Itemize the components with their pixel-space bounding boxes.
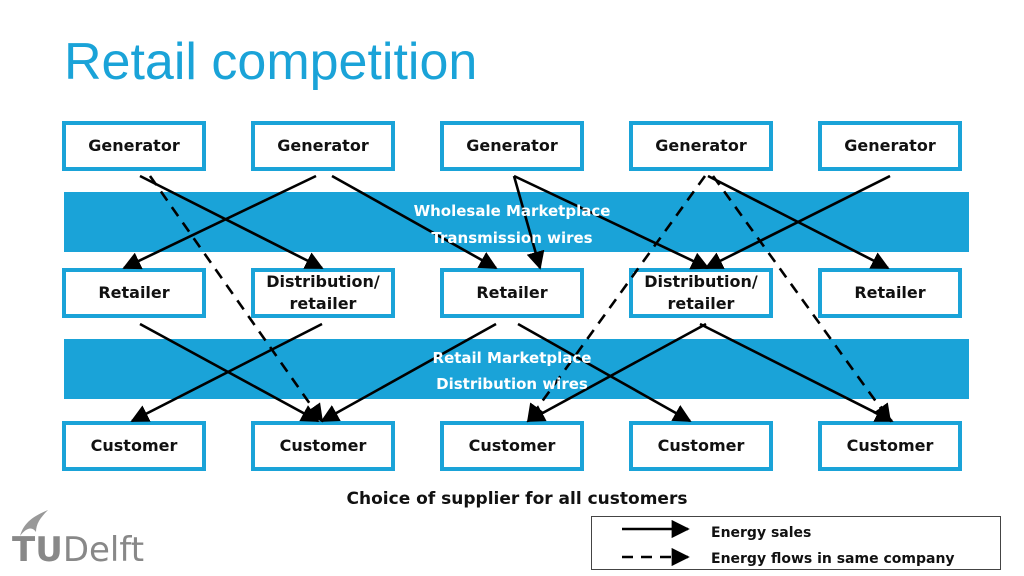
legend-symbols bbox=[622, 519, 690, 567]
sale-arrow-g5-r4 bbox=[704, 174, 891, 270]
customer-box-2: Customer bbox=[251, 421, 395, 471]
flame-icon bbox=[20, 510, 48, 536]
middle-box-4-line2: retailer bbox=[667, 294, 735, 313]
retailer-box-1: Retailer bbox=[62, 268, 206, 318]
sale-arrow-r4-c5 bbox=[699, 322, 894, 423]
customer-box-1: Customer bbox=[62, 421, 206, 471]
middle-box-3-line1: Retailer bbox=[476, 283, 548, 303]
generator-box-5: Generator bbox=[818, 121, 962, 171]
middle-box-4-line1: Distribution/ bbox=[644, 272, 758, 292]
tu-delft-logo: TUDelft bbox=[12, 508, 152, 570]
generator-box-3: Generator bbox=[440, 121, 584, 171]
legend: Energy sales Energy flows in same compan… bbox=[591, 516, 1001, 570]
retailer-box-2: Retailer bbox=[440, 268, 584, 318]
middle-box-5-line1: Retailer bbox=[854, 283, 926, 303]
customer-box-4: Customer bbox=[629, 421, 773, 471]
customer-box-5: Customer bbox=[818, 421, 962, 471]
flow-arrow-g1-c2 bbox=[148, 175, 324, 423]
sale-arrow-g2-r3 bbox=[331, 174, 498, 270]
distribution-retailer-box-2: Distribution/retailer bbox=[629, 268, 773, 318]
wholesale-marketplace-label: Wholesale Marketplace bbox=[413, 202, 611, 220]
sale-arrow-g3-r4 bbox=[513, 174, 710, 270]
sale-arrow-g1-r2 bbox=[139, 174, 324, 270]
generator-box-2: Generator bbox=[251, 121, 395, 171]
flow-arrow-g4-c3 bbox=[526, 175, 707, 423]
middle-box-1-line1: Retailer bbox=[98, 283, 170, 303]
wholesale-marketplace-band bbox=[64, 192, 969, 252]
sale-arrow-g3-r3 bbox=[512, 175, 545, 270]
legend-dashed-label: Energy flows in same company bbox=[711, 551, 955, 567]
legend-solid-label: Energy sales bbox=[711, 525, 812, 541]
sale-arrow-r4-c3 bbox=[526, 322, 707, 423]
page-title: Retail competition bbox=[64, 33, 478, 91]
transmission-wires-label: Transmission wires bbox=[431, 229, 593, 247]
retail-marketplace-band bbox=[64, 339, 969, 399]
retailer-box-3: Retailer bbox=[818, 268, 962, 318]
sale-arrow-g2-r1 bbox=[122, 174, 317, 270]
logo-text-light: Delft bbox=[62, 530, 145, 570]
diagram-caption: Choice of supplier for all customers bbox=[346, 489, 688, 509]
customer-box-3: Customer bbox=[440, 421, 584, 471]
sale-arrow-r3-c2 bbox=[320, 322, 497, 423]
distribution-wires-label: Distribution wires bbox=[436, 375, 588, 393]
middle-box-2-line2: retailer bbox=[289, 294, 357, 313]
logo-text-bold: TU bbox=[12, 530, 63, 570]
sale-arrow-r3-c4 bbox=[517, 322, 692, 423]
sale-arrow-r2-c1 bbox=[130, 322, 323, 423]
middle-box-2-line1: Distribution/ bbox=[266, 272, 380, 292]
distribution-retailer-box-1: Distribution/retailer bbox=[251, 268, 395, 318]
flow-arrow-g4-c5 bbox=[711, 175, 892, 423]
generator-box-1: Generator bbox=[62, 121, 206, 171]
retail-marketplace-label: Retail Marketplace bbox=[432, 349, 592, 367]
generator-box-4: Generator bbox=[629, 121, 773, 171]
